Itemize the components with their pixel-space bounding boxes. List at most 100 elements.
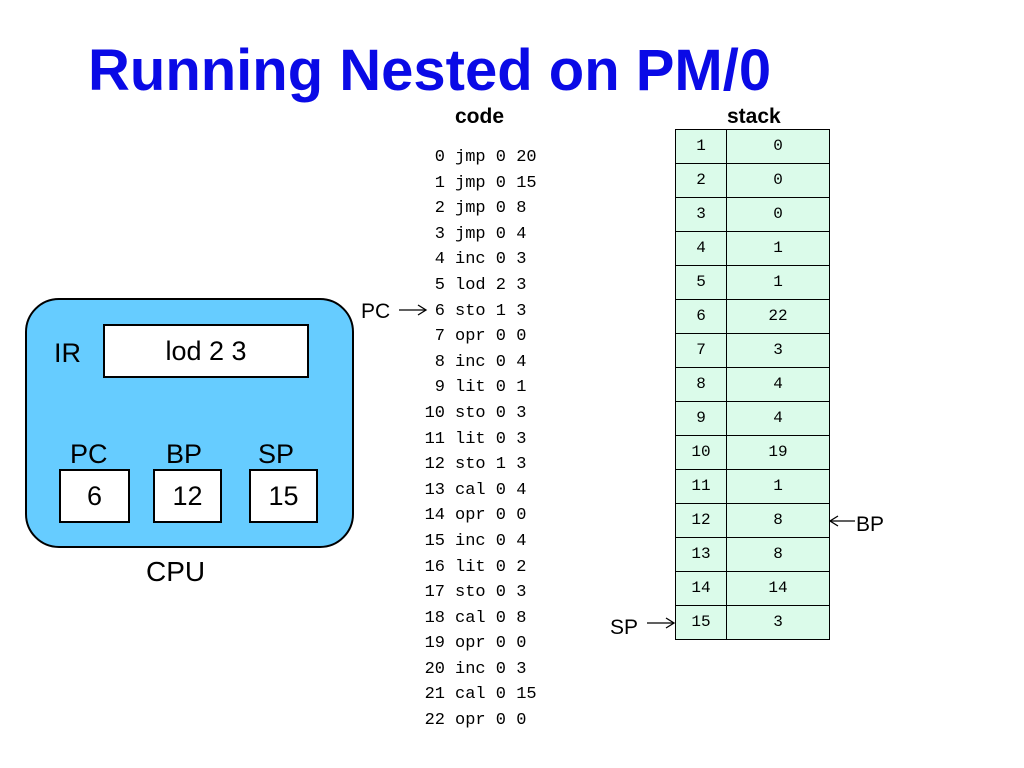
sp-arrow-icon	[647, 617, 676, 629]
bp-register-label: BP	[166, 439, 203, 469]
stack-address: 14	[676, 572, 727, 605]
code-line: 15 inc 0 4	[414, 529, 537, 555]
code-line: 6 sto 1 3	[414, 299, 537, 325]
code-line: 11 lit 0 3	[414, 427, 537, 453]
code-line-instruction: jmp 0 20	[455, 148, 537, 167]
code-line: 0 jmp 0 20	[414, 145, 537, 171]
code-line-index: 6	[434, 301, 445, 321]
stack-row: 10 19	[676, 436, 829, 470]
code-line: 17 sto 0 3	[414, 580, 537, 606]
stack-value: 0	[773, 137, 783, 155]
bp-pointer-label: BP	[856, 513, 885, 536]
pc-arrow-icon	[399, 304, 428, 316]
stack-value: 19	[768, 443, 788, 461]
code-line-index: 21	[424, 685, 445, 705]
code-line-instruction: opr 0 0	[455, 506, 527, 526]
stack-address: 8	[676, 368, 727, 401]
stack-address: 3	[676, 198, 727, 231]
cpu-caption: CPU	[146, 556, 206, 587]
code-line-instruction: inc 0 4	[455, 531, 527, 551]
code-line-instruction: opr 0 0	[455, 711, 527, 731]
code-line-instruction: lod 2 3	[455, 275, 527, 295]
code-line-instruction: jmp 0 15	[455, 173, 537, 193]
stack-value: 1	[773, 273, 783, 291]
code-line-instruction: sto 1 3	[455, 301, 527, 321]
code-line-index: 4	[434, 250, 445, 270]
stack-address: 11	[676, 470, 727, 503]
stack-value: 0	[773, 171, 783, 189]
code-line-index: 11	[424, 429, 445, 449]
code-line-index: 15	[424, 531, 445, 551]
code-line-index: 3	[434, 224, 445, 244]
stack-value: 3	[773, 341, 783, 359]
code-line-instruction: inc 0 4	[455, 352, 527, 372]
stack-address: 2	[676, 164, 727, 197]
code-line-index: 19	[424, 634, 445, 654]
stack-address: 5	[676, 266, 727, 299]
code-line-index: 16	[424, 557, 445, 577]
code-line-instruction: lit 0 3	[455, 429, 527, 449]
stack-address: 10	[676, 436, 727, 469]
code-line: 19 opr 0 0	[414, 631, 537, 657]
code-line: 3 jmp 0 4	[414, 222, 537, 248]
code-header: code	[455, 105, 505, 128]
stack-address: 7	[676, 334, 727, 367]
code-line-instruction: cal 0 4	[455, 480, 527, 500]
bp-register: 12	[153, 469, 222, 523]
code-line: 10 sto 0 3	[414, 401, 537, 427]
ir-label: IR	[54, 338, 81, 368]
stack-address: 15	[676, 606, 727, 639]
stack-value: 1	[773, 239, 783, 257]
code-line-index: 5	[434, 275, 445, 295]
code-line-index: 2	[434, 199, 445, 219]
code-line-instruction: sto 0 3	[455, 403, 527, 423]
stack-address: 13	[676, 538, 727, 571]
bp-arrow-icon	[828, 515, 855, 527]
code-line-index: 18	[424, 608, 445, 628]
stack-value: 4	[773, 375, 783, 393]
cpu-block: IR lod 2 3 PC BP SP 6 12 15	[25, 298, 354, 548]
code-line-instruction: sto 1 3	[455, 455, 527, 475]
code-line-index: 20	[424, 659, 445, 679]
stack-value: 14	[768, 579, 788, 597]
code-line-instruction: jmp 0 4	[455, 224, 527, 244]
code-line-index: 10	[424, 403, 445, 423]
stack-value: 3	[773, 613, 783, 631]
code-line-instruction: opr 0 0	[455, 634, 527, 654]
code-line-index: 9	[434, 378, 445, 398]
stack-value: 0	[773, 205, 783, 223]
code-line-index: 0	[434, 148, 445, 167]
sp-register: 15	[249, 469, 318, 523]
stack-header: stack	[727, 105, 781, 128]
stack-value: 22	[768, 307, 788, 325]
stack-row: 15 3	[676, 606, 829, 640]
code-line: 22 opr 0 0	[414, 708, 537, 734]
stack-value: 1	[773, 477, 783, 495]
code-line-instruction: jmp 0 8	[455, 199, 527, 219]
stack-value: 4	[773, 409, 783, 427]
sp-register-label: SP	[258, 439, 295, 469]
pc-register-label: PC	[70, 439, 108, 469]
code-line-instruction: sto 0 3	[455, 583, 527, 603]
code-line-index: 17	[424, 583, 445, 603]
code-line-index: 22	[424, 711, 445, 731]
